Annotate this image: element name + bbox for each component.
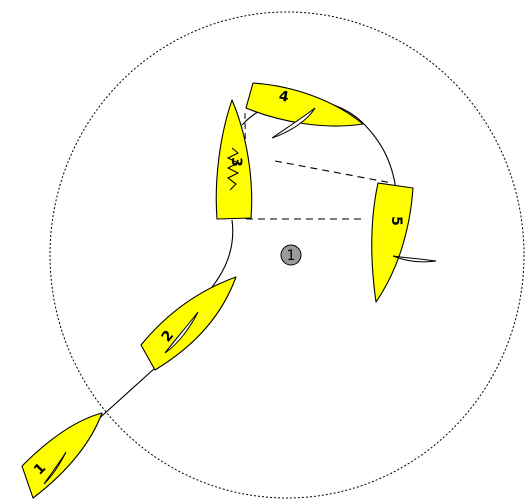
boat-1: 1	[22, 413, 102, 498]
boat-1-hull	[22, 413, 102, 498]
boat-3-number: 3	[228, 157, 244, 167]
mark-label: 1	[287, 248, 296, 264]
boat-2: 2	[141, 277, 236, 370]
boat-3: 3	[216, 100, 251, 219]
boat-5-hull	[372, 183, 413, 302]
boat-5-number: 5	[388, 216, 404, 226]
race-mark-icon: 1	[281, 245, 301, 265]
overlap-line-upper	[275, 161, 392, 183]
boat-5-sail	[393, 256, 436, 262]
boat-5: 5	[372, 183, 436, 302]
